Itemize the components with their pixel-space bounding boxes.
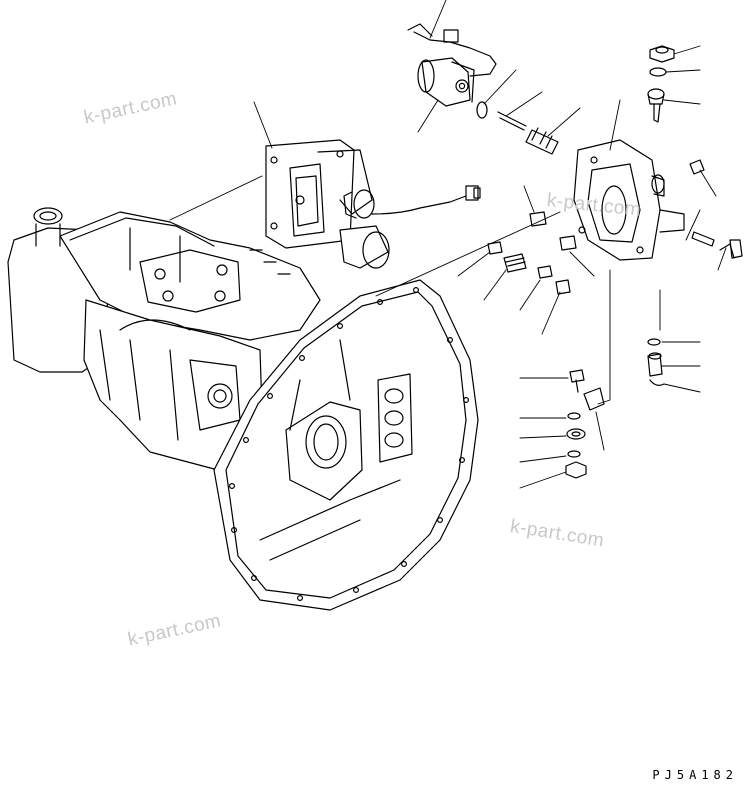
mounting-flange: [213, 279, 479, 611]
small-parts-right: [647, 45, 743, 386]
top-solenoid-assembly: [407, 23, 497, 107]
pump-valve-block: [573, 139, 685, 261]
servo-valve-assembly: [265, 139, 481, 269]
drawing-code: PJ5A182: [652, 768, 738, 782]
small-parts-center: [487, 211, 605, 479]
main-pump-assembly: [7, 207, 321, 471]
spool-parts: [476, 101, 559, 155]
leader-lines: [169, 0, 727, 489]
